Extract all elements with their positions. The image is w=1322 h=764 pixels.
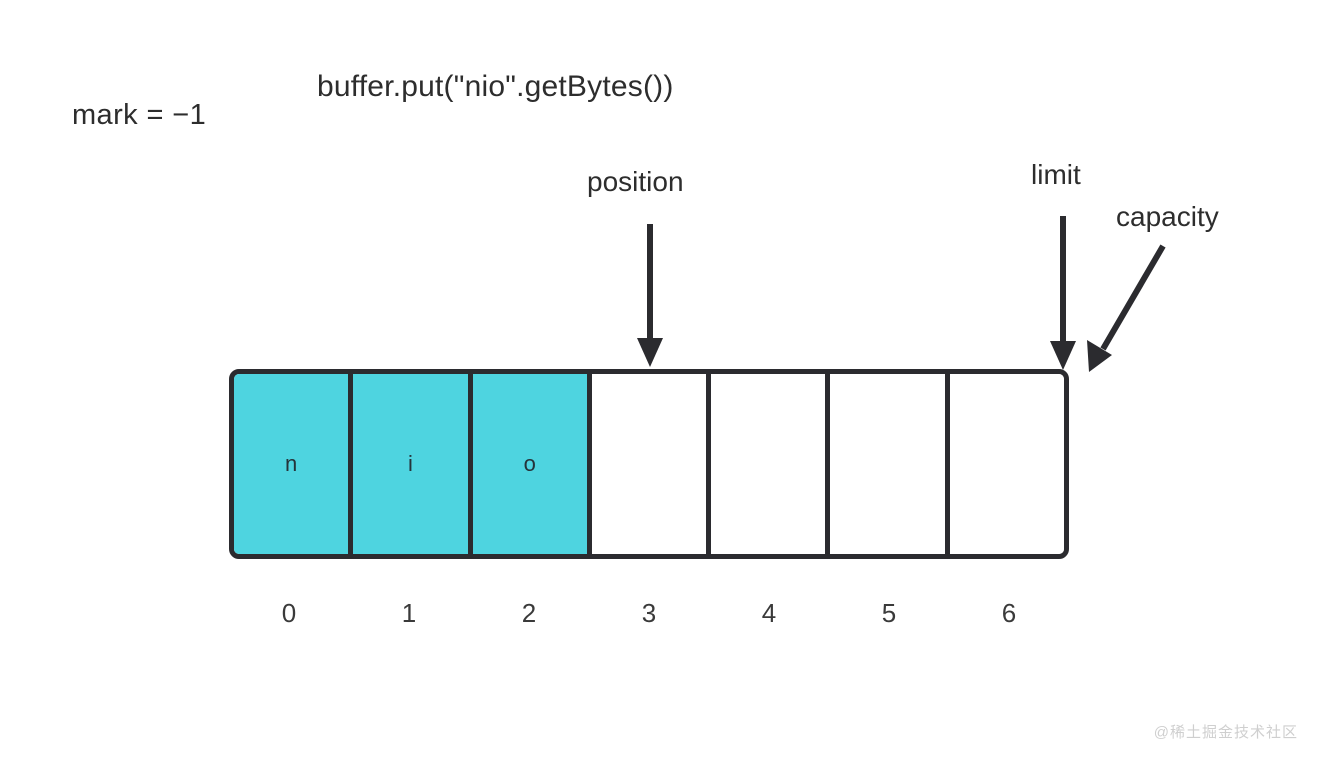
watermark: @稀土掘金技术社区: [1153, 724, 1298, 741]
mark-label: mark = −1: [72, 99, 207, 131]
buffer-index-4: 4: [761, 598, 777, 628]
buffer-index-row: 0 1 2 3 4 5 6: [229, 600, 1069, 626]
buffer-cell-1[interactable]: i: [353, 374, 473, 554]
position-arrow: [637, 224, 663, 367]
buffer-cell-value: o: [523, 451, 536, 476]
buffer-cell-6[interactable]: [949, 374, 1064, 554]
buffer-cell-5[interactable]: [830, 374, 950, 554]
buffer-index-6: 6: [1001, 598, 1017, 628]
buffer-cell-value: n: [285, 451, 298, 476]
buffer-cell-value: i: [407, 451, 413, 476]
buffer-cell-3[interactable]: [591, 374, 712, 554]
code-title-label: buffer.put("nio".getBytes()): [317, 70, 674, 103]
capacity-pointer-label: capacity: [1116, 201, 1219, 232]
buffer-index-0: 0: [281, 598, 297, 628]
buffer-cell-0[interactable]: n: [234, 374, 354, 554]
buffer-index-1: 1: [401, 598, 417, 628]
buffer-cell-4[interactable]: [711, 374, 831, 554]
buffer-index-3: 3: [641, 598, 657, 628]
buffer-cell-2[interactable]: o: [472, 374, 592, 554]
buffer-index-5: 5: [881, 598, 897, 628]
buffer-index-2: 2: [521, 598, 537, 628]
limit-arrow: [1050, 216, 1076, 370]
position-pointer-label: position: [587, 166, 684, 197]
capacity-arrow: [1087, 244, 1166, 372]
byte-buffer: n i o: [229, 369, 1069, 559]
limit-pointer-label: limit: [1031, 159, 1081, 190]
